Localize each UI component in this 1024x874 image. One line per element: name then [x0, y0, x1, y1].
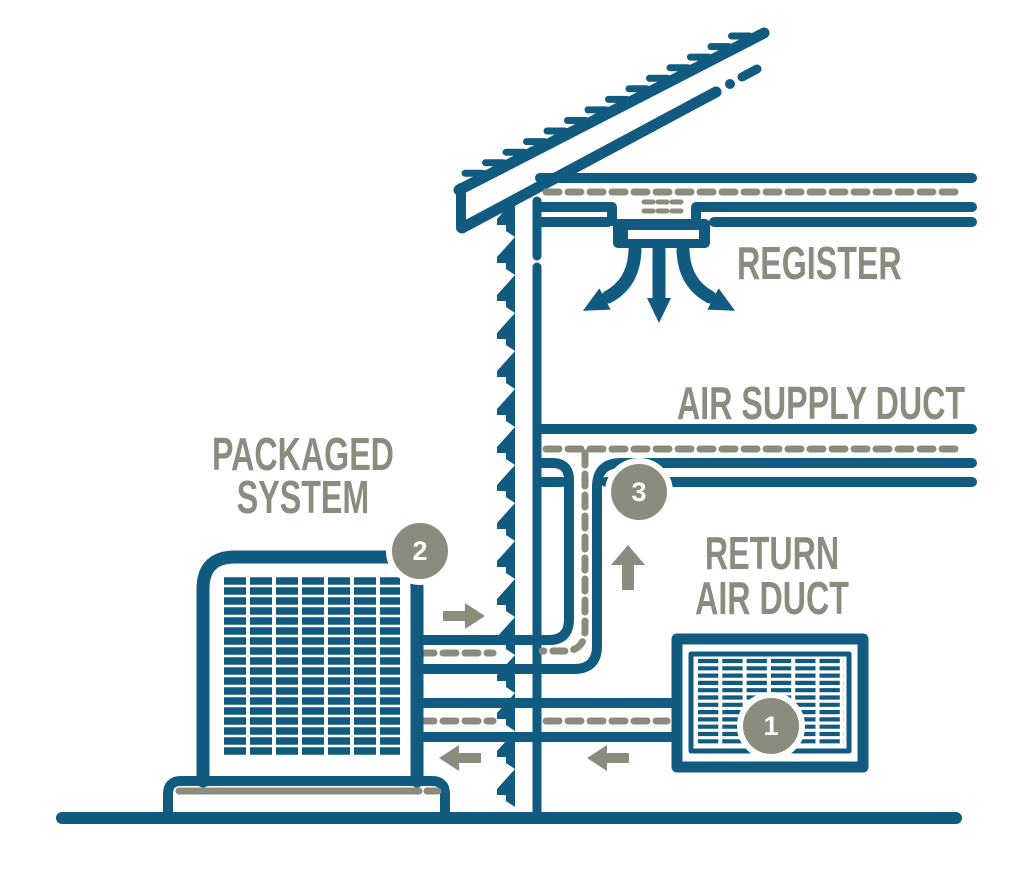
roof-dashed-segment [737, 64, 762, 82]
roof [453, 27, 770, 234]
packaged-system-label: PACKAGED SYSTEM [212, 428, 394, 523]
register-slot [628, 230, 699, 239]
roof-shingles [461, 32, 753, 177]
return-air-duct [412, 698, 679, 771]
air-supply-duct-label: AIR SUPPLY DUCT [677, 377, 966, 429]
exterior-wall [497, 196, 542, 818]
packaged-unit [163, 550, 450, 818]
register-neck-vent-dashes [641, 199, 684, 214]
return-air-duct-label-line1: RETURN [704, 527, 840, 579]
marker-1-number: 1 [763, 710, 779, 741]
supply-up-arrow-icon [611, 545, 645, 590]
marker-2-packaged-unit: 2 [386, 517, 454, 585]
return-air-duct-label: RETURN AIR DUCT [695, 527, 849, 624]
riser-right-wall-and-supply-mid-line [412, 458, 977, 674]
roof-dashed-dot [725, 79, 735, 89]
packaged-system-label-line1: PACKAGED [212, 428, 394, 480]
register-left-arrowhead [582, 288, 611, 311]
wall-jagged-edge [497, 199, 515, 807]
register-label: REGISTER [737, 237, 902, 289]
supply-right-arrow-icon [443, 603, 485, 629]
marker-3-supply-riser: 3 [605, 458, 673, 526]
return-left-arrow-icon [587, 745, 629, 771]
register-diffuser [582, 219, 736, 323]
grille-outer-frame [671, 633, 869, 773]
register-down-arrowhead [647, 298, 671, 323]
riser-left-wall [412, 458, 574, 645]
ceiling-duct-bottom-line [533, 202, 977, 226]
register-down-left-arrow-icon [601, 243, 642, 304]
riser-airflow-dashes [538, 449, 589, 655]
unit-coil-louvers [224, 577, 400, 755]
roof-lower-line [456, 86, 722, 234]
marker-2-number: 2 [412, 535, 428, 566]
marker-1-return-grille: 1 [737, 692, 805, 760]
unit-base-pad [163, 776, 450, 818]
return-air-duct-label-line2: AIR DUCT [695, 572, 849, 624]
packaged-system-label-line2: SYSTEM [236, 471, 370, 523]
marker-3-number: 3 [631, 476, 647, 507]
ceiling-duct [533, 173, 977, 227]
register-down-right-arrow-icon [676, 243, 717, 304]
roof-upper-line [453, 27, 770, 196]
return-left-arrow-icon [439, 745, 481, 771]
register-right-arrowhead [707, 288, 736, 311]
